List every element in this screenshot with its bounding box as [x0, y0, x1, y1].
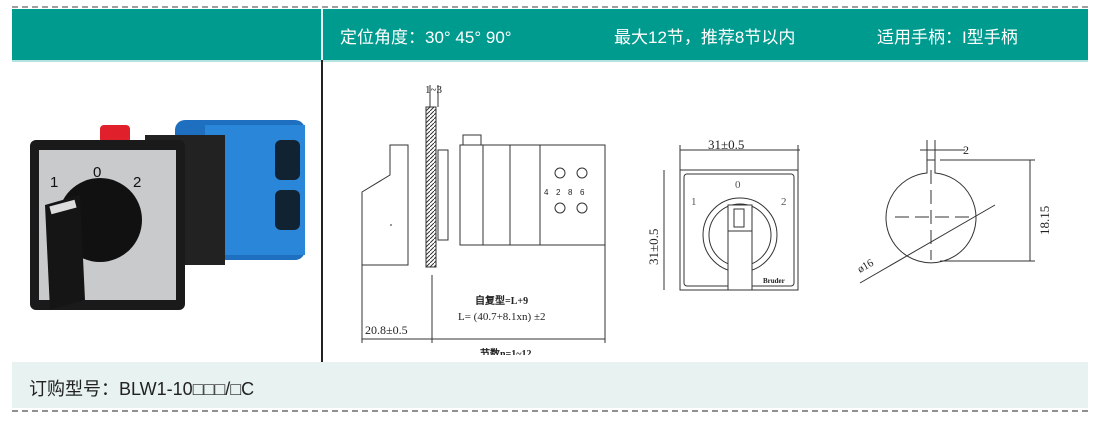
order-model-bar: 订购型号：BLW1-10□□□/□C — [12, 362, 1088, 408]
sections-spec: 最大12节，推荐8节以内 — [614, 28, 796, 47]
self-reset-note: 自复型=L+9 — [475, 294, 528, 307]
terminal-8: 8 — [568, 188, 573, 197]
front-pos-0: 0 — [735, 179, 741, 191]
height-dim: 18.15 — [1037, 206, 1052, 235]
side-view-drawing: 4 2 8 6 1~3 20.8±0.5 自复型=L+9 L= (40.7+8.… — [361, 84, 606, 355]
angle-spec: 定位角度：30° 45° 90° — [340, 28, 512, 47]
bottom-divider — [12, 410, 1088, 412]
front-dimension: 20.8±0.5 — [365, 323, 408, 337]
photo-pos-0: 0 — [93, 164, 101, 181]
terminal-2: 2 — [556, 188, 561, 197]
front-height-dim: 31±0.5 — [646, 229, 661, 265]
terminal-4: 4 — [544, 188, 549, 197]
diameter-dim: ø16 — [856, 257, 877, 276]
header-divider — [321, 9, 323, 60]
photo-pos-2: 2 — [133, 174, 141, 191]
spec-header-bar: 定位角度：30° 45° 90° 最大12节，推荐8节以内 适用手柄：I型手柄 — [12, 9, 1088, 62]
front-pos-1: 1 — [691, 196, 697, 208]
brand-logo: Bruder — [763, 277, 785, 285]
panel-cutout-drawing: 2 ø16 18.15 — [856, 140, 1052, 284]
terminal-6: 6 — [580, 188, 585, 197]
sections-note: 节数n=1~12 — [480, 347, 531, 355]
top-divider — [12, 6, 1088, 8]
panel-thickness: 1~3 — [425, 84, 442, 96]
front-width-dim: 31±0.5 — [708, 137, 744, 152]
column-divider — [321, 9, 323, 362]
key-width-dim: 2 — [963, 143, 969, 157]
photo-pos-1: 1 — [50, 174, 58, 191]
handle-spec: 适用手柄：I型手柄 — [877, 28, 1018, 47]
front-view-drawing: 31±0.5 31±0.5 1 0 2 Bruder — [646, 137, 800, 291]
order-model: 订购型号：BLW1-10□□□/□C — [29, 379, 255, 399]
length-formula: L= (40.7+8.1xn) ±2 — [458, 311, 546, 323]
product-photo: 1 0 2 — [30, 120, 305, 310]
front-pos-2: 2 — [781, 196, 787, 208]
